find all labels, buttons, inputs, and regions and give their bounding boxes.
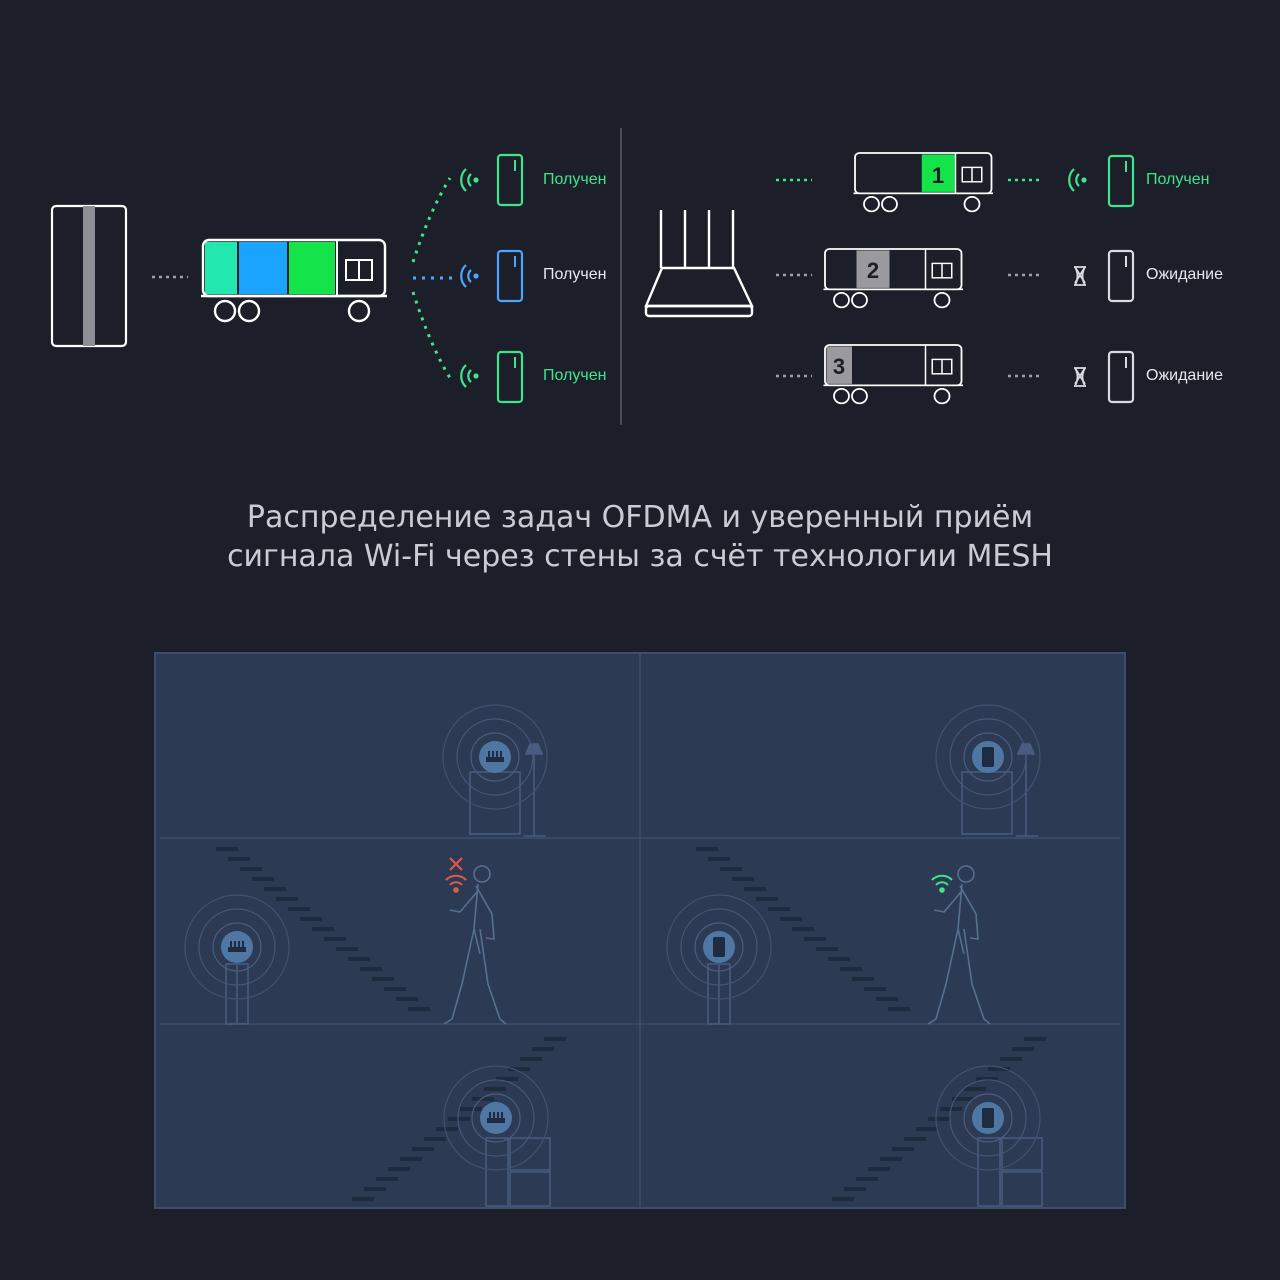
legacy-router-icon xyxy=(50,204,128,348)
smartphone-icon xyxy=(1107,154,1135,208)
caption-line-2: сигнала Wi-Fi через стены за счёт технол… xyxy=(227,539,1053,574)
truck-number-3: 3 xyxy=(833,354,845,379)
wifi-icon xyxy=(460,167,480,193)
close-icon xyxy=(449,857,463,871)
hourglass-icon xyxy=(1073,367,1087,387)
person-figure xyxy=(927,865,991,1025)
truck-number-1: 1 xyxy=(932,163,944,188)
no-signal-wifi-icon xyxy=(445,874,467,893)
pedestal xyxy=(707,963,731,1025)
truck-1 xyxy=(852,152,994,213)
status-label: Ожидание xyxy=(1146,266,1223,283)
fanout-lines xyxy=(411,177,452,379)
smartphone-icon xyxy=(1107,350,1135,404)
router-icon xyxy=(442,704,548,810)
status-label: Получен xyxy=(543,171,607,188)
boxes xyxy=(485,1137,551,1207)
truck-mixed-packets xyxy=(199,238,389,323)
scene-with-mesh xyxy=(666,704,1048,1207)
wifi-icon xyxy=(1068,167,1088,193)
truck-number-2: 2 xyxy=(867,258,879,283)
wifi-icon xyxy=(460,263,480,289)
feature-caption: Распределение задач OFDMA и уверенный пр… xyxy=(0,498,1280,576)
floor-lines xyxy=(160,654,1120,1207)
pedestal xyxy=(225,963,249,1025)
status-label: Получен xyxy=(543,367,607,384)
boxes xyxy=(977,1137,1043,1207)
router-icon xyxy=(644,210,754,318)
ofdma-diagram: 1 2 3 xyxy=(50,128,1135,425)
wifi-icon xyxy=(460,363,480,389)
status-label: Получен xyxy=(1146,171,1210,188)
mesh-node-icon xyxy=(935,704,1041,810)
wifi-signal-icon xyxy=(931,874,953,893)
smartphone-icon xyxy=(496,153,524,207)
truck-3 xyxy=(822,344,964,405)
hourglass-icon xyxy=(1073,266,1087,286)
mesh-comparison-panel xyxy=(154,652,1126,1209)
smartphone-icon xyxy=(496,249,524,303)
truck-2 xyxy=(822,248,964,309)
smartphone-icon xyxy=(496,350,524,404)
scene-without-mesh xyxy=(184,704,568,1207)
mesh-node-icon xyxy=(935,1065,1041,1171)
status-label: Получен xyxy=(543,266,607,283)
smartphone-icon xyxy=(1107,249,1135,303)
caption-line-1: Распределение задач OFDMA и уверенный пр… xyxy=(246,500,1034,535)
status-label: Ожидание xyxy=(1146,367,1223,384)
